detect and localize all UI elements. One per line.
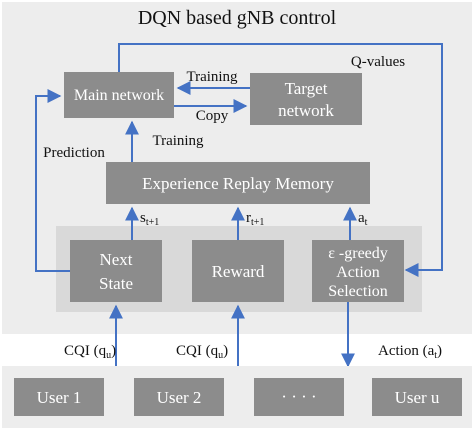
user-2-box: [134, 378, 224, 416]
action-sub: t: [434, 350, 437, 361]
cqi-mid-text: CQI (q: [176, 343, 219, 359]
target-network-box: [250, 73, 362, 125]
next-state-label-2: State: [99, 274, 133, 293]
user-u-box: [372, 378, 462, 416]
a-t-subscript: t: [365, 217, 368, 228]
next-state-label-1: Next: [99, 250, 132, 269]
reward-label: Reward: [212, 262, 265, 281]
action-close: ): [437, 343, 442, 359]
replay-memory-label: Experience Replay Memory: [142, 174, 334, 193]
r-next-subscript: t+1: [251, 217, 264, 228]
q-values-label: Q-values: [351, 54, 405, 70]
user-ellipsis-label: · · · ·: [281, 387, 316, 406]
user-ellipsis-box: [254, 378, 344, 416]
a-t-label: at: [358, 210, 368, 228]
action-label: Action (at): [378, 343, 442, 361]
cqi-mid-close: ): [223, 343, 228, 359]
user-u-label: User u: [395, 388, 440, 407]
copy-label: Copy: [196, 108, 229, 124]
action-selection-label-2: Action: [336, 264, 380, 281]
s-next-symbol: s: [140, 210, 146, 226]
a-t-symbol: a: [358, 210, 365, 226]
cqi-left-sub: u: [106, 350, 111, 361]
replay-memory-box: [106, 162, 370, 204]
cqi-left-text: CQI (q: [64, 343, 107, 359]
s-next-label: st+1: [140, 210, 159, 228]
cqi-left-close: ): [111, 343, 116, 359]
action-selection-label-3: Selection: [328, 283, 388, 300]
prediction-arrow: [35, 89, 70, 272]
action-selection-box: [312, 240, 404, 302]
action-text: Action (a: [378, 343, 435, 359]
training-mid-label: Training: [152, 133, 204, 149]
prediction-label: Prediction: [43, 145, 105, 161]
user-1-label: User 1: [37, 388, 82, 407]
target-network-label-1: Target: [285, 79, 328, 98]
s-next-subscript: t+1: [146, 217, 159, 228]
reward-box: [192, 240, 284, 302]
q-values-arrow: [118, 43, 443, 277]
cqi-left-label: CQI (qu): [64, 343, 116, 361]
main-network-label: Main network: [74, 87, 164, 104]
r-next-symbol: r: [246, 210, 251, 226]
user-2-label: User 2: [157, 388, 202, 407]
cqi-mid-label: CQI (qu): [176, 343, 228, 361]
main-network-box: [64, 72, 174, 118]
cqi-mid-sub: u: [218, 350, 223, 361]
r-next-label: rt+1: [246, 210, 264, 228]
user-1-box: [14, 378, 104, 416]
training-top-label: Training: [186, 69, 238, 85]
diagram-title: DQN based gNB control: [138, 7, 337, 29]
next-state-box: [70, 240, 162, 302]
target-network-label-2: network: [278, 101, 334, 120]
action-selection-label-1: ε -greedy: [328, 245, 388, 262]
